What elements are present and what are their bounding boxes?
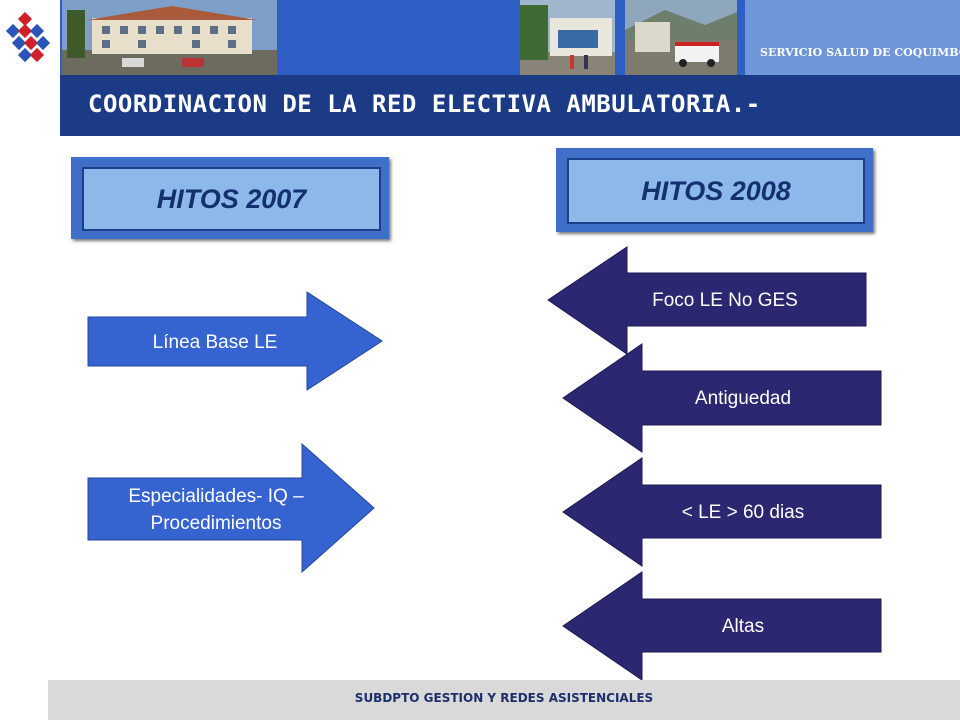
- title-bar: [60, 75, 960, 136]
- footer-bar: [48, 680, 960, 720]
- footer-text: SUBDPTO GESTION Y REDES ASISTENCIALES: [354, 691, 654, 705]
- arrow-label-antiguedad: Antiguedad: [694, 388, 792, 409]
- arrow-foco-le: [547, 246, 867, 355]
- arrow-altas: [562, 571, 882, 681]
- arrow-label-linea-base: Línea Base LE: [152, 332, 278, 353]
- hospital-photo-2: [520, 0, 615, 75]
- hitos-2008-label: HITOS 2008: [567, 158, 865, 224]
- arrow-label-altas: Altas: [721, 616, 765, 637]
- arrow-linea-base: [87, 291, 383, 391]
- arrow-label-especialidades-line2: Procedimientos: [150, 513, 282, 534]
- arrow-label-foco-le: Foco LE No GES: [652, 290, 798, 311]
- arrow-le-60-dias: [562, 457, 882, 567]
- logo-cubes-icon: [5, 11, 51, 63]
- service-label: SERVICIO SALUD DE COQUIMBO: [760, 46, 960, 59]
- header-band-right: [745, 0, 960, 75]
- hitos-2008-box: HITOS 2008: [556, 148, 873, 232]
- hitos-2007-box: HITOS 2007: [71, 157, 389, 239]
- hospital-photo-1: [62, 0, 277, 75]
- arrow-label-especialidades-line1: Especialidades- IQ –: [128, 486, 304, 507]
- arrow-antiguedad: [562, 343, 882, 453]
- hitos-2007-label: HITOS 2007: [82, 167, 381, 231]
- arrow-especialidades: [87, 442, 375, 574]
- hospital-photo-3: [625, 0, 737, 75]
- arrow-label-le-60-dias: < LE > 60 dias: [681, 502, 805, 523]
- government-logo: [0, 0, 60, 86]
- page-title: COORDINACION DE LA RED ELECTIVA AMBULATO…: [88, 90, 761, 118]
